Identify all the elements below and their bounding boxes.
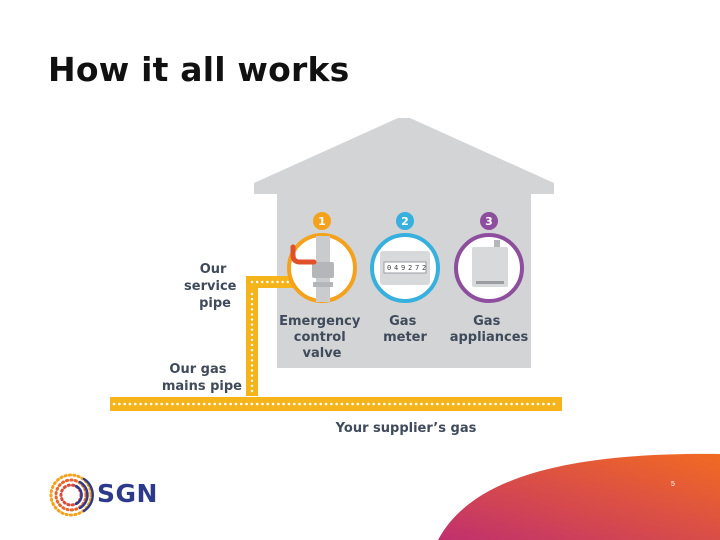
meter-digit: 2 — [422, 264, 426, 272]
emergency-valve-label: Emergency control valve — [279, 314, 365, 361]
gas-meter-icon: 0 4 9 2 7 2 — [370, 233, 440, 303]
step-number: 3 — [485, 215, 493, 228]
mains-pipe — [110, 397, 562, 411]
meter-digit: 4 — [394, 264, 398, 272]
service-pipe-label: Our service pipe — [184, 262, 241, 311]
gas-appliances-label: Gas appliances — [450, 314, 529, 345]
emergency-valve-icon — [287, 233, 357, 303]
service-pipe — [246, 276, 296, 396]
meter-digit: 9 — [401, 264, 405, 272]
meter-digit: 0 — [387, 264, 391, 272]
mains-pipe-label: Our gas mains pipe — [162, 362, 242, 394]
step-3-badge: 3 — [480, 212, 498, 230]
meter-digit: 2 — [408, 264, 412, 272]
sgn-logo-icon — [49, 473, 94, 517]
gas-meter-label: Gas meter — [383, 314, 427, 345]
supplier-gas-label: Your supplier’s gas — [335, 421, 477, 436]
step-1-badge: 1 — [313, 212, 331, 230]
gas-appliance-icon — [454, 233, 524, 303]
page-number: 5 — [671, 481, 675, 488]
step-number: 2 — [401, 215, 409, 228]
meter-digit: 7 — [415, 264, 419, 272]
step-2-badge: 2 — [396, 212, 414, 230]
sgn-logo-text: SGN — [97, 479, 158, 508]
corner-swoosh — [438, 453, 720, 540]
slide-title: How it all works — [48, 50, 350, 89]
step-number: 1 — [318, 215, 326, 228]
